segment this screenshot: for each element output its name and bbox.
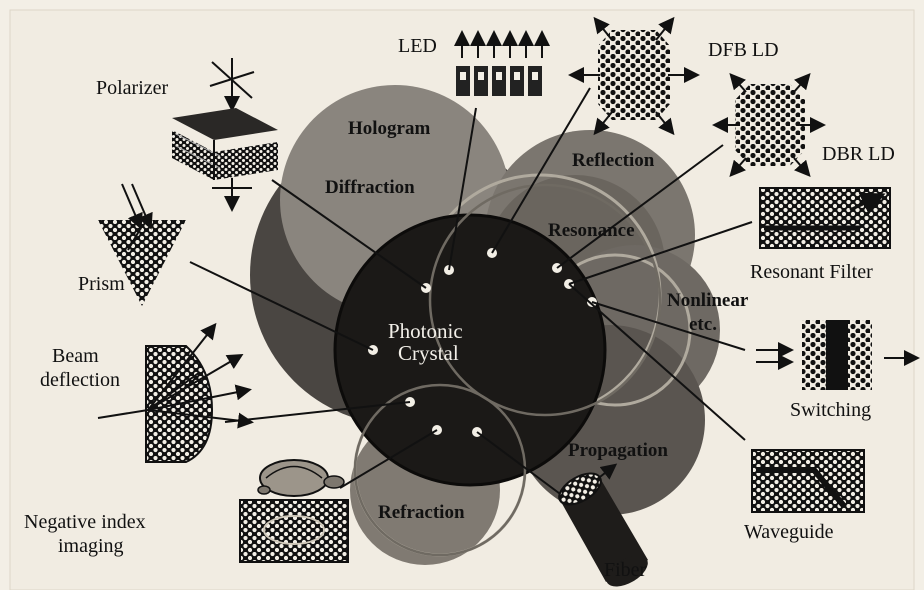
label-dbr-ld: DBR LD	[822, 143, 895, 165]
label-waveguide: Waveguide	[744, 521, 834, 543]
label-beam-line1: Beam	[52, 345, 99, 367]
label-beam-line2: deflection	[40, 369, 120, 391]
label-led: LED	[398, 35, 437, 57]
resonant-filter-illustration: Resonant Filter	[750, 188, 890, 283]
label-fiber: Fiber	[604, 559, 647, 581]
label-diffraction: Diffraction	[325, 177, 415, 198]
label-refraction: Refraction	[378, 502, 465, 523]
label-polarizer: Polarizer	[96, 77, 169, 99]
label-negative-line1: Negative index	[24, 511, 146, 533]
label-resonance: Resonance	[548, 220, 635, 241]
label-dfb-ld: DFB LD	[708, 39, 779, 61]
label-etc: etc.	[689, 314, 717, 335]
label-hologram: Hologram	[348, 118, 430, 139]
label-propagation: Propagation	[568, 440, 668, 461]
label-resonant-filter: Resonant Filter	[750, 261, 873, 283]
label-nonlinear: Nonlinear	[667, 290, 749, 311]
center-label-line1: Photonic	[388, 319, 463, 343]
label-prism: Prism	[78, 273, 125, 295]
label-switching: Switching	[790, 399, 871, 421]
center-label-line2: Crystal	[398, 341, 459, 365]
label-reflection: Reflection	[572, 150, 655, 171]
label-negative-line2: imaging	[58, 535, 124, 557]
